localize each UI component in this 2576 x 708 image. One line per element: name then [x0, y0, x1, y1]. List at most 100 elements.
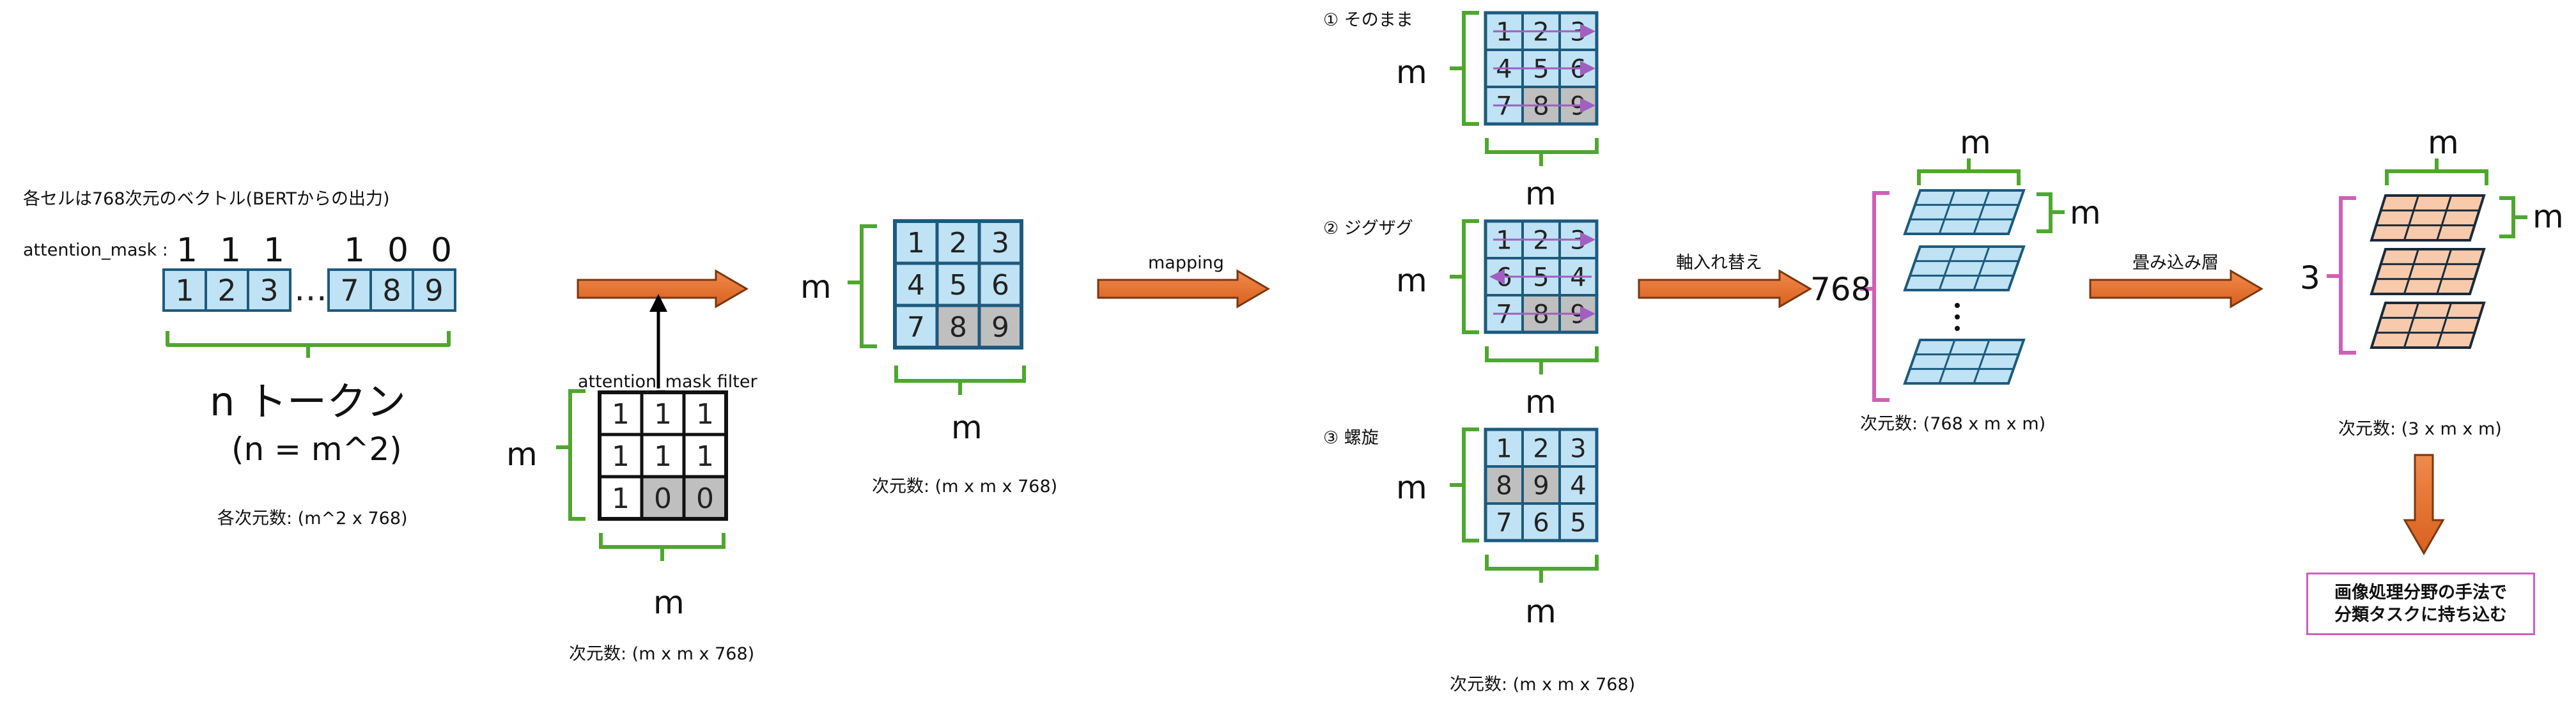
option-3-cell-label: 2: [1533, 434, 1549, 463]
conv-depth: 3: [2300, 259, 2320, 296]
option-2-m-bottom: m: [1525, 383, 1556, 420]
mask-value: 1: [263, 231, 285, 270]
option-3-cell-label: 8: [1496, 471, 1512, 500]
filter-label: attention_mask filter: [578, 372, 757, 392]
mask-value: 1: [220, 231, 242, 270]
filter-cell-label: 1: [696, 440, 714, 473]
option-bottom-brace: [1485, 555, 1599, 583]
option-braces: [1450, 11, 1599, 583]
channel-plane: [2370, 194, 2486, 242]
embedding-plane: [1903, 189, 2026, 235]
filter-cell-frame: [598, 390, 728, 521]
filter-cell-label: 1: [696, 398, 714, 431]
option-2-m-side: m: [1396, 262, 1427, 299]
n-tokens-label: n トークン: [210, 378, 407, 425]
option-2-cell-frame: [1484, 219, 1599, 334]
option-2-order-arrows: [1489, 232, 1595, 321]
filter-cell-label: 1: [654, 398, 672, 431]
conv-dims: 次元数: (3 x m x m): [2338, 419, 2502, 439]
option-3-cell-label: 3: [1570, 434, 1586, 463]
filter-up-arrow-head: [649, 294, 667, 312]
middle-cell-label: 1: [907, 227, 925, 259]
middle-cell: 9: [977, 304, 1023, 350]
transpose-label: 軸入れ替え: [1676, 253, 1762, 273]
filter-cell: 1: [640, 433, 686, 479]
transpose-m-top: m: [1960, 124, 1991, 161]
token-cell: 2: [205, 268, 249, 312]
filter-cell: 1: [598, 433, 644, 479]
arrow-mapping: [1097, 269, 1270, 309]
option-3-m-bottom: m: [1525, 593, 1556, 630]
embedding-plane: [1903, 245, 2026, 291]
transpose-depth: 768: [1810, 271, 1872, 308]
option-3-cell: 6: [1521, 502, 1561, 542]
stack-depth-brace: [1860, 191, 1889, 402]
middle-cell-label: 8: [949, 311, 967, 344]
mask-value: 1: [344, 231, 366, 270]
filter-cell-label: 1: [612, 398, 630, 431]
middle-cell: 2: [935, 219, 981, 265]
option-3-cell-label: 1: [1496, 434, 1512, 463]
token-cell: 3: [247, 268, 291, 312]
middle-cell: 3: [977, 219, 1023, 265]
transpose-m-side: m: [2070, 194, 2101, 231]
option-bottom-brace: [1485, 138, 1599, 166]
token-cell-label: 3: [260, 273, 278, 308]
filter-m-bottom: m: [653, 584, 685, 621]
option-3-cell: 7: [1484, 502, 1524, 542]
option-3-cell: 5: [1558, 502, 1598, 542]
middle-cell-label: 6: [991, 269, 1009, 302]
middle-cell-frame: [893, 219, 1023, 350]
middle-cell: 7: [893, 304, 939, 350]
middle-m-bottom: m: [951, 409, 982, 446]
middle-cell: 1: [893, 219, 939, 265]
left-dims: 各次元数: (m^2 x 768): [217, 509, 408, 528]
option-2-label: ② ジグザグ: [1323, 219, 1413, 238]
filter-bottom-brace: [599, 533, 725, 561]
option-1-m-bottom: m: [1525, 175, 1556, 212]
filter-cell: 0: [640, 475, 686, 521]
n-tokens-brace: [166, 331, 451, 358]
middle-cell-label: 2: [949, 227, 967, 259]
channel-plane: [2370, 302, 2486, 349]
middle-side-brace: [848, 224, 877, 348]
arrow-1: [577, 269, 749, 309]
mask-value: 0: [431, 231, 453, 270]
arrow-transpose: [1638, 269, 1812, 309]
filter-m-side: m: [506, 436, 538, 473]
filter-cell: 1: [682, 433, 728, 479]
token-ellipsis: …: [294, 270, 327, 309]
filter-cell-label: 1: [612, 440, 630, 473]
option-side-brace: [1450, 11, 1479, 126]
conv-m-side: m: [2533, 198, 2564, 235]
filter-cell: 1: [640, 390, 686, 436]
middle-cell: 4: [893, 261, 939, 307]
token-cell-label: 1: [175, 273, 194, 308]
option-3-cell-label: 9: [1533, 471, 1549, 500]
middle-dims: 次元数: (m x m x 768): [872, 477, 1058, 496]
conv-side-brace: [2499, 196, 2527, 238]
transpose-dims: 次元数: (768 x m x m): [1860, 414, 2046, 434]
filter-cell-label: 1: [654, 440, 672, 473]
middle-cell-label: 9: [991, 311, 1009, 344]
token-cell-label: 7: [340, 273, 359, 308]
option-3-cell-label: 7: [1496, 508, 1512, 537]
middle-cell: 8: [935, 304, 981, 350]
arrow-down: [2403, 454, 2445, 556]
option-side-brace: [1450, 219, 1479, 334]
n-equation: (n = m^2): [231, 431, 402, 468]
option-3-cell: 3: [1558, 428, 1598, 468]
arrow-conv: [2089, 269, 2263, 309]
middle-m-side: m: [800, 268, 832, 305]
transposed-stack: [1903, 189, 2026, 385]
option-3-cell: 4: [1558, 465, 1598, 505]
conv-m-top: m: [2428, 124, 2459, 161]
conv-label: 畳み込み層: [2132, 253, 2219, 273]
option-3-cell-label: 4: [1570, 471, 1586, 500]
summary-note-line-2: 分類タスクに持ち込む: [2334, 605, 2507, 625]
option-3-cell: 9: [1521, 465, 1561, 505]
token-cell-label: 8: [382, 273, 401, 308]
token-cell: 8: [369, 268, 414, 312]
